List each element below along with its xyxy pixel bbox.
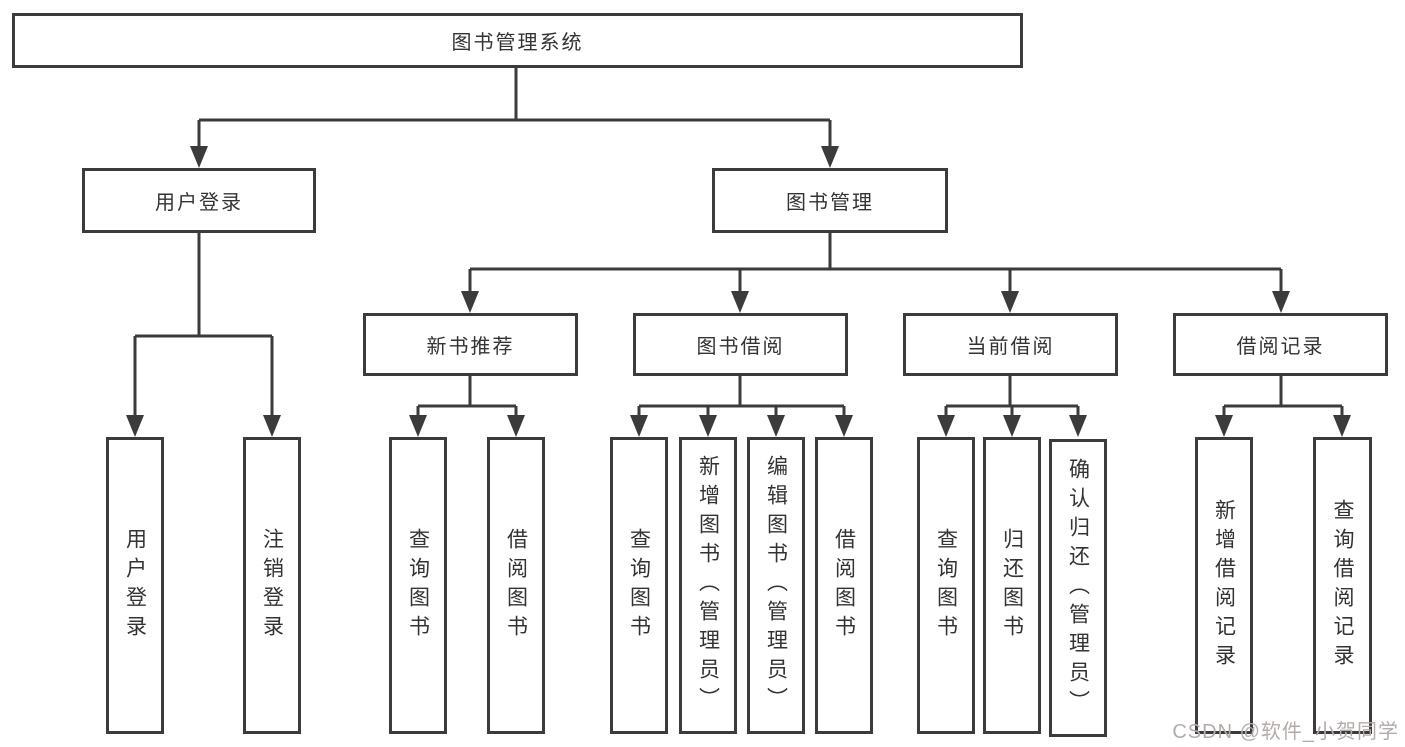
node-user-login: 用户登录 xyxy=(82,168,316,233)
node-label: 编辑图书（管理员） xyxy=(764,455,788,716)
node-label: 查询图书 xyxy=(934,527,958,644)
node-label: 查询图书 xyxy=(627,527,651,644)
node-leaf-edit-books-admin: 编辑图书（管理员） xyxy=(747,437,805,734)
node-label: 借阅图书 xyxy=(832,527,856,644)
node-label: 用户登录 xyxy=(123,527,147,644)
node-leaf-query-books-current: 查询图书 xyxy=(917,437,975,734)
node-leaf-return-books: 归还图书 xyxy=(983,437,1041,734)
node-label: 注销登录 xyxy=(260,527,284,644)
node-leaf-borrow-books-recommend: 借阅图书 xyxy=(487,437,545,734)
csdn-watermark: CSDN @软件_小贺同学 xyxy=(1172,721,1399,743)
node-label: 确认归还（管理员） xyxy=(1066,457,1090,719)
node-leaf-logout: 注销登录 xyxy=(243,437,301,734)
node-label: 借阅图书 xyxy=(504,527,528,644)
node-current-borrowing: 当前借阅 xyxy=(903,313,1118,376)
node-leaf-user-login: 用户登录 xyxy=(106,437,164,734)
node-library-management-system: 图书管理系统 xyxy=(12,13,1023,68)
node-borrowing-records: 借阅记录 xyxy=(1173,313,1388,376)
node-label: 新增借阅记录 xyxy=(1212,498,1236,673)
node-leaf-query-borrow-record: 查询借阅记录 xyxy=(1313,437,1372,734)
node-leaf-add-borrow-record: 新增借阅记录 xyxy=(1195,437,1253,734)
node-leaf-query-books-recommend: 查询图书 xyxy=(389,437,447,734)
node-leaf-confirm-return-admin: 确认归还（管理员） xyxy=(1049,439,1107,737)
node-label: 查询图书 xyxy=(406,527,430,644)
node-book-management: 图书管理 xyxy=(712,168,948,233)
node-book-borrowing: 图书借阅 xyxy=(633,313,848,376)
node-label: 新增图书（管理员） xyxy=(696,455,720,716)
node-label: 查询借阅记录 xyxy=(1331,498,1354,673)
node-leaf-query-books-borrow: 查询图书 xyxy=(610,437,668,734)
node-new-book-recommendation: 新书推荐 xyxy=(363,313,578,376)
node-leaf-borrow-books: 借阅图书 xyxy=(815,437,873,734)
arrowheads xyxy=(126,146,1351,437)
node-label: 归还图书 xyxy=(1000,527,1024,644)
node-leaf-add-books-admin: 新增图书（管理员） xyxy=(679,437,737,734)
